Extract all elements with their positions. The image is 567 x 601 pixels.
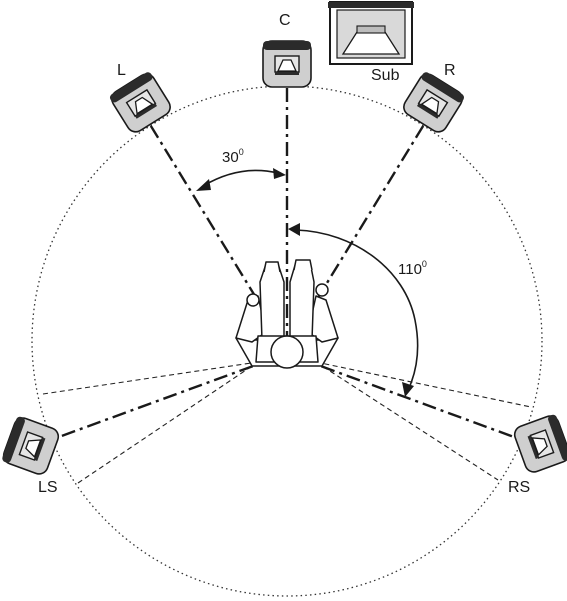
speaker-right-surround-label: RS xyxy=(508,479,530,496)
surround-angle-arrow-top xyxy=(288,223,300,236)
surround-range-lines xyxy=(42,361,532,484)
listening-circle xyxy=(31,85,543,597)
listener-figure xyxy=(235,259,339,369)
speaker-left-surround xyxy=(0,414,62,478)
guide-line-right-lower xyxy=(315,361,499,481)
front-angle-indicator xyxy=(196,168,286,191)
surround-angle-arc xyxy=(295,229,419,389)
subwoofer xyxy=(328,1,414,65)
front-angle-arrow-right xyxy=(273,168,286,179)
speaker-center-label: C xyxy=(279,12,291,29)
axis-right-surround xyxy=(295,355,534,446)
speaker-right-surround xyxy=(511,412,567,476)
axis-left xyxy=(144,117,287,346)
speaker-axes xyxy=(44,84,534,446)
speaker-right-label: R xyxy=(444,62,456,79)
surround-angle-label: 1100 xyxy=(398,259,427,278)
front-angle-label: 300 xyxy=(222,147,244,166)
speaker-right xyxy=(399,69,467,137)
subwoofer-label: Sub xyxy=(371,67,400,84)
speaker-left-surround-label: LS xyxy=(38,479,58,496)
speaker-left xyxy=(107,69,175,137)
axis-right xyxy=(287,117,430,346)
speaker-center xyxy=(262,40,312,88)
speaker-left-label: L xyxy=(117,62,126,79)
guide-line-left-upper xyxy=(42,361,259,395)
guide-line-right-upper xyxy=(315,361,532,408)
front-angle-arc xyxy=(202,169,279,187)
guide-line-left-lower xyxy=(77,361,259,484)
surround-angle-arrow-bottom xyxy=(402,382,414,397)
surround-angle-indicator xyxy=(288,223,419,397)
axis-left-surround xyxy=(44,355,279,444)
front-angle-arrow-left xyxy=(196,179,211,191)
